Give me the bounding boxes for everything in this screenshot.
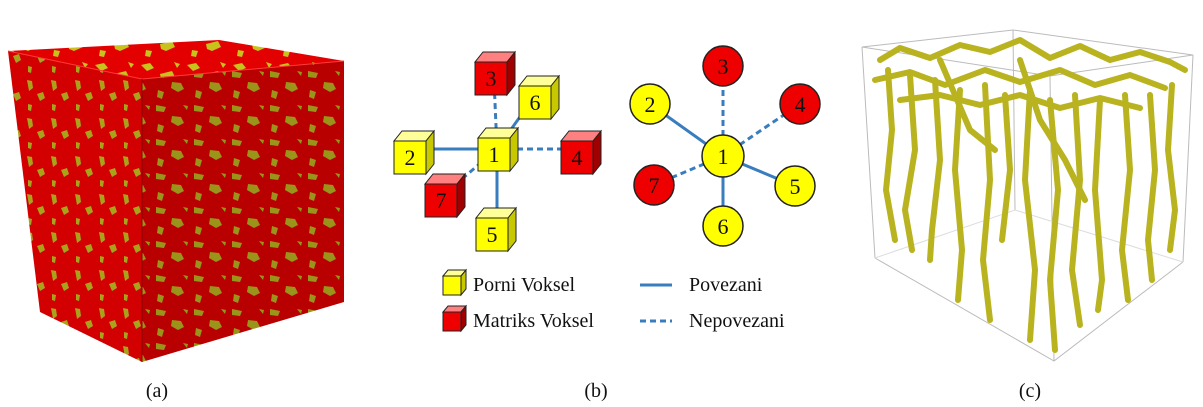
- voxel-3-label: 3: [486, 66, 497, 91]
- cube-left-face: [8, 51, 142, 362]
- node-3: 3: [702, 45, 744, 87]
- voxel-1-label: 1: [489, 142, 500, 167]
- voxel-4-label: 4: [572, 145, 583, 170]
- legend-unconnected-label: Nepovezani: [689, 310, 785, 332]
- legend-pore-swatch: [441, 268, 468, 297]
- voxel-6-label: 6: [530, 90, 541, 115]
- node-7: 7: [633, 164, 675, 206]
- node-2: 2: [629, 83, 671, 125]
- node-3-label: 3: [718, 54, 729, 79]
- cube-top-face: [8, 40, 344, 79]
- porous-cube: [7, 40, 345, 362]
- cube-right-face: [142, 61, 344, 362]
- node-7-label: 7: [649, 173, 660, 198]
- voxel-5-label: 5: [487, 222, 498, 247]
- voxel-2-label: 2: [405, 145, 416, 170]
- voxel-graph-nodes: 3 6 2 1: [392, 50, 603, 253]
- voxel-7-label: 7: [436, 188, 447, 213]
- voxel-7: 7: [423, 172, 467, 219]
- legend-connected-label: Povezani: [689, 274, 763, 296]
- node-6: 6: [702, 205, 744, 247]
- node-1: 1: [701, 134, 745, 178]
- panel-a: (a): [7, 40, 345, 402]
- caption-b: (b): [584, 380, 607, 402]
- voxel-2: 2: [392, 129, 436, 176]
- legend-pore-label: Porni Voksel: [473, 274, 576, 296]
- voxel-1: 1: [476, 126, 520, 173]
- voxel-3: 3: [473, 50, 517, 97]
- circle-graph-nodes: 3 2 4 1 7 5 6: [629, 45, 821, 247]
- node-6-label: 6: [718, 214, 729, 239]
- node-5: 5: [774, 165, 816, 207]
- voxel-6: 6: [517, 74, 561, 121]
- node-2-label: 2: [645, 92, 656, 117]
- pore-network: [872, 37, 1188, 353]
- node-5-label: 5: [790, 174, 801, 199]
- caption-c: (c): [1019, 380, 1041, 402]
- caption-a: (a): [146, 380, 168, 402]
- legend-matrix-swatch: [441, 304, 468, 333]
- legend: Porni Voksel Matriks Voksel Povezani Nep…: [441, 268, 785, 333]
- panel-c: (c): [861, 29, 1194, 402]
- bounding-box: [861, 29, 1194, 362]
- voxel-4: 4: [559, 129, 603, 176]
- legend-matrix-label: Matriks Voksel: [473, 310, 594, 332]
- panel-b: 3 6 2 1: [392, 45, 821, 402]
- node-4-label: 4: [795, 92, 806, 117]
- node-1-label: 1: [718, 144, 729, 169]
- voxel-5: 5: [474, 206, 518, 253]
- node-4: 4: [779, 83, 821, 125]
